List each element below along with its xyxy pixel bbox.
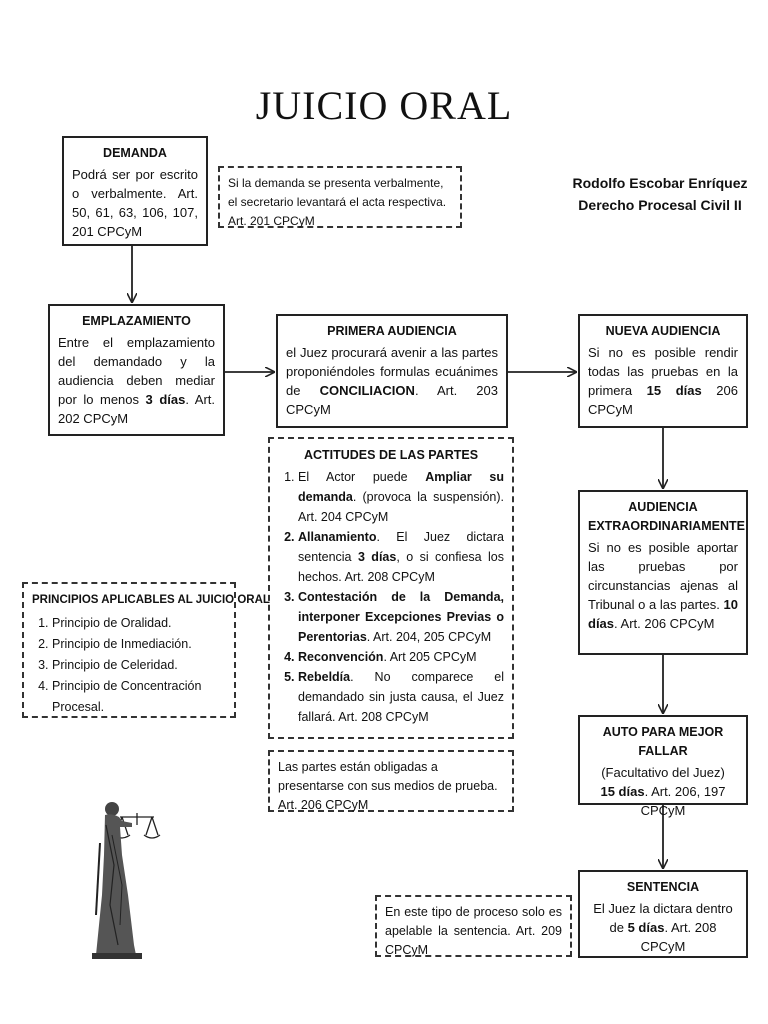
pruebas-note-text: Las partes están obligadas a presentarse… (278, 760, 498, 812)
emplazamiento-heading: EMPLAZAMIENTO (82, 314, 191, 328)
nueva-text-a: Si no es posible rendir todas las prueba… (588, 345, 738, 398)
nueva-art: 206 CPCyM (588, 383, 738, 417)
auto-mejor-fallar-box: AUTO PARA MEJOR FALLAR (Facultativo del … (578, 715, 748, 818)
lady-justice-icon (92, 802, 161, 959)
auto-heading: AUTO PARA MEJOR FALLAR (602, 725, 724, 758)
audiencia-extra-heading-1: AUDIENCIA (628, 500, 698, 514)
sentencia-text-a: El Juez la dictara dentro de (593, 901, 733, 935)
demanda-text: Podrá ser por escrito o verbalmente. Art… (72, 167, 198, 239)
nueva-audiencia-text: Si no es posible rendir todas las prueba… (588, 343, 738, 419)
demanda-note: Si la demanda se presenta verbalmente, e… (218, 166, 462, 228)
auto-days: 15 días (600, 784, 645, 799)
nueva-audiencia-box: NUEVA AUDIENCIA Si no es posible rendir … (578, 314, 748, 428)
extra-text-a: Si no es posible aportar las pruebas por… (588, 540, 738, 612)
emplazamiento-days: 3 días (145, 392, 186, 407)
course-name: Derecho Procesal Civil II (578, 197, 742, 213)
auto-art: . Art. 206, 197 CPCyM (640, 784, 726, 818)
primera-audiencia-heading: PRIMERA AUDIENCIA (327, 324, 457, 338)
item-bold: Ampliar su demanda (298, 470, 505, 504)
author-name: Rodolfo Escobar Enríquez (572, 175, 748, 191)
nueva-audiencia-heading: NUEVA AUDIENCIA (605, 324, 721, 338)
item-bold: Contestación de la Demanda, interponer E… (298, 590, 504, 644)
nueva-days: 15 días (646, 383, 702, 398)
emplazamiento-box: EMPLAZAMIENTO Entre el emplazamiento del… (48, 304, 225, 436)
actitudes-heading: ACTITUDES DE LAS PARTES (303, 448, 479, 462)
sentencia-text: El Juez la dictara dentro de 5 días. Art… (588, 899, 738, 956)
demanda-box: DEMANDA Podrá ser por escrito o verbalme… (62, 136, 208, 246)
auto-facultativo: (Facultativo del Juez) (601, 765, 725, 780)
primera-audiencia-text: el Juez procurará avenir a las partes pr… (286, 343, 498, 419)
principios-heading: PRINCIPIOS APLICABLES AL JUICIO ORAL (32, 594, 270, 606)
item-text: El Actor puede (298, 470, 426, 484)
list-item: Principio de Concentración Procesal. (52, 676, 226, 718)
item-text: . Art 205 CPCyM (383, 650, 477, 664)
principios-list: Principio de Oralidad. Principio de Inme… (32, 613, 226, 718)
primera-text-a: el Juez procurará avenir a las partes pr… (286, 345, 498, 398)
list-item: El Actor puede Ampliar su demanda. (prov… (298, 467, 504, 527)
item-bold: Reconvención (298, 650, 384, 664)
author-block: Rodolfo Escobar Enríquez Derecho Procesa… (565, 172, 755, 216)
primera-audiencia-box: PRIMERA AUDIENCIA el Juez procurará aven… (276, 314, 508, 428)
extra-art: . Art. 206 CPCyM (614, 616, 715, 631)
actitudes-list: El Actor puede Ampliar su demanda. (prov… (278, 467, 504, 727)
item-text: . (provoca la suspensión). Art. 204 CPCy… (298, 490, 504, 524)
item-text: , o si confiesa los hechos. Art. 208 CPC… (298, 550, 504, 584)
primera-art: . Art. 203 CPCyM (286, 383, 498, 417)
audiencia-extra-heading-2: EXTRAORDINARIAMENTE (588, 519, 745, 533)
conciliacion: CONCILIACION (319, 383, 415, 398)
actitudes-box: ACTITUDES DE LAS PARTES El Actor puede A… (268, 437, 514, 739)
list-item: Contestación de la Demanda, interponer E… (298, 587, 504, 647)
item-text: . No comparece el demandado sin justa ca… (298, 670, 504, 724)
list-item: Principio de Celeridad. (52, 655, 226, 676)
emplazamiento-art: . Art. 202 CPCyM (58, 392, 216, 426)
sentencia-box: SENTENCIA El Juez la dictara dentro de 5… (578, 870, 748, 958)
pruebas-note: Las partes están obligadas a presentarse… (268, 750, 514, 812)
list-item: Rebeldía. No comparece el demandado sin … (298, 667, 504, 727)
sentencia-art: . Art. 208 CPCyM (640, 920, 717, 954)
sentencia-days: 5 días (627, 920, 665, 935)
list-item: Principio de Inmediación. (52, 634, 226, 655)
item-bold: Rebeldía (298, 670, 351, 684)
audiencia-extra-box: AUDIENCIA EXTRAORDINARIAMENTE Si no es p… (578, 490, 748, 655)
principios-box: PRINCIPIOS APLICABLES AL JUICIO ORAL Pri… (22, 582, 270, 718)
demanda-heading: DEMANDA (103, 146, 167, 160)
item-text: . El Juez dictara sentencia (298, 530, 504, 564)
apelable-note: En este tipo de proceso solo es apelable… (375, 895, 572, 957)
audiencia-extra-text: Si no es posible aportar las pruebas por… (588, 538, 738, 633)
sentencia-heading: SENTENCIA (626, 880, 700, 894)
emplazamiento-text: Entre el emplazamiento del demandado y l… (58, 333, 215, 428)
apelable-note-text: En este tipo de proceso solo es apelable… (385, 905, 562, 957)
emplazamiento-text-a: Entre el emplazamiento del demandado y l… (58, 335, 215, 407)
item-text: . Art. 204, 205 CPCyM (366, 630, 492, 644)
item-bold: Allanamiento (298, 530, 377, 544)
item-bold: 3 días (357, 550, 397, 564)
list-item: Reconvención. Art 205 CPCyM (298, 647, 504, 667)
page-title: JUICIO ORAL (255, 83, 513, 128)
list-item: Principio de Oralidad. (52, 613, 226, 634)
auto-text: 15 días. Art. 206, 197 CPCyM (588, 782, 738, 820)
extra-days: 10 días (588, 597, 738, 631)
demanda-note-text: Si la demanda se presenta verbalmente, e… (228, 176, 447, 228)
list-item: Allanamiento. El Juez dictara sentencia … (298, 527, 504, 587)
